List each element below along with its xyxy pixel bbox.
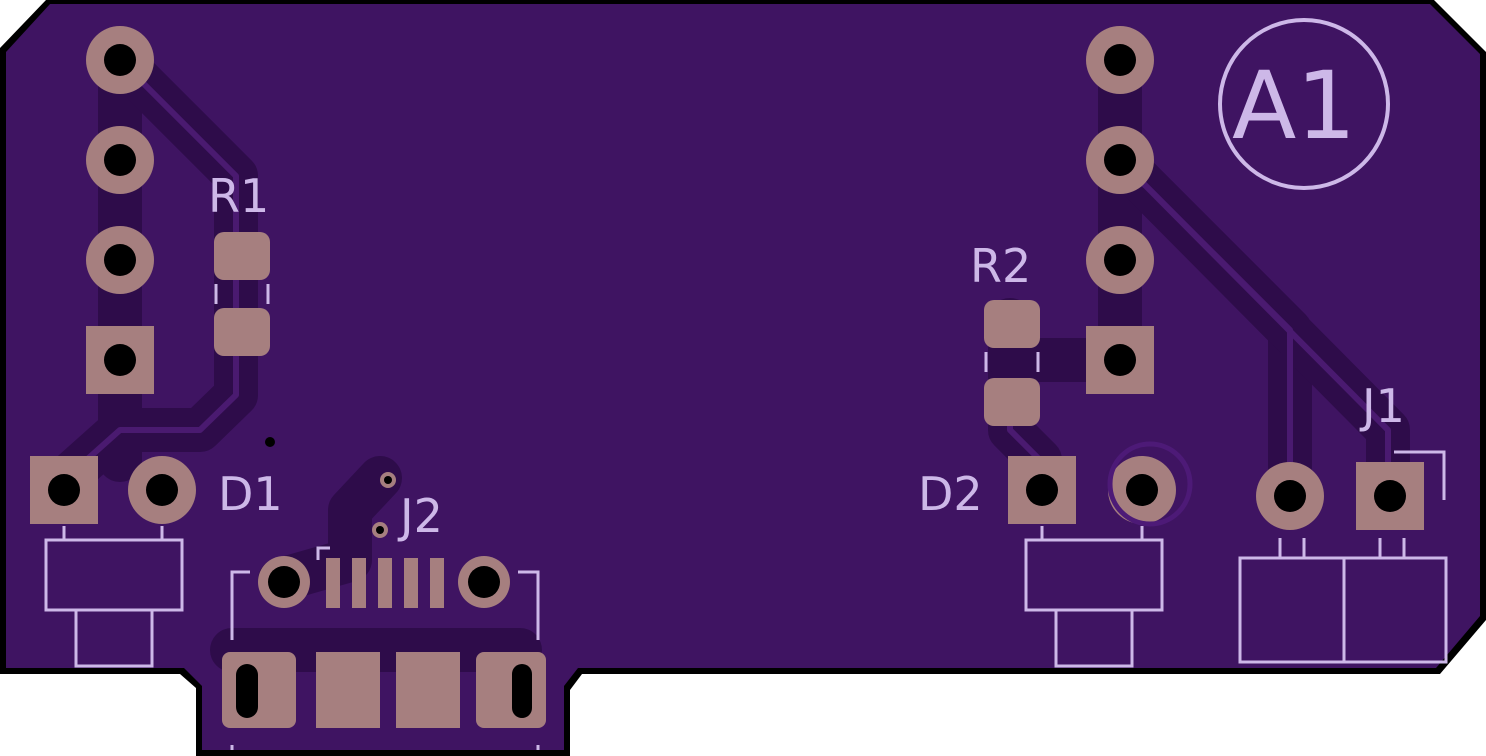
connector-j1: J1 <box>1238 379 1448 664</box>
j2-mount-left-hole <box>268 566 300 598</box>
j1-label: J1 <box>1359 379 1405 433</box>
r1-pad-2 <box>214 308 270 356</box>
header-left-pin-4-hole <box>104 344 136 376</box>
j2-signal-pin-1 <box>326 558 340 608</box>
r2-pad-2 <box>984 378 1040 426</box>
j2-label: J2 <box>397 489 443 543</box>
j2-mount-right-hole <box>468 566 500 598</box>
header-right-pin-1-hole <box>1104 44 1136 76</box>
j2-signal-pin-2 <box>352 558 366 608</box>
j1-silk-corner <box>1394 450 1446 500</box>
d2-silk-courtyard <box>1107 441 1193 527</box>
header-left-pin-3-hole <box>104 244 136 276</box>
d1-pad-2-hole <box>146 474 178 506</box>
d1-label: D1 <box>218 467 283 521</box>
diode-d2: D2 <box>918 456 1176 668</box>
j2-signal-pin-5 <box>430 558 444 608</box>
j2-silk-outline-left <box>316 546 330 560</box>
j1-pin-2-hole <box>1274 480 1306 512</box>
j2-shield-pad-1 <box>222 652 296 728</box>
j2-via-2-hole <box>376 526 384 534</box>
header-right-pin-3-hole <box>1104 244 1136 276</box>
d2-silk-lens <box>1054 608 1134 668</box>
logo-text: A1 <box>1232 52 1356 161</box>
d2-label: D2 <box>918 467 983 521</box>
logo-circle <box>1218 18 1390 190</box>
r1-label: R1 <box>208 169 269 223</box>
r2-label: R2 <box>970 239 1031 293</box>
j2-via-1-hole <box>384 476 392 484</box>
j2-signal-pin-4 <box>404 558 418 608</box>
header-left-pin-2-hole <box>104 144 136 176</box>
header-right-pin-4-hole <box>1104 344 1136 376</box>
d2-pad-1-hole <box>1026 474 1058 506</box>
connector-j2: J2 <box>222 437 546 750</box>
j2-via-3 <box>265 437 275 447</box>
header-left <box>86 26 154 394</box>
j2-shield-pad-2 <box>316 652 380 728</box>
j2-signal-pin-3 <box>378 558 392 608</box>
d1-silk-lens <box>74 608 154 668</box>
r1-pad-1 <box>214 232 270 280</box>
j1-pin-1-hole <box>1374 480 1406 512</box>
j2-shield-slot-1 <box>236 664 258 718</box>
header-right <box>1086 26 1154 394</box>
diode-d1: D1 <box>30 456 283 668</box>
j2-shield-pad-4 <box>476 652 546 728</box>
j1-silk-body-right <box>1342 556 1448 664</box>
j2-silk-outline-box-right <box>518 570 540 640</box>
header-right-pin-2-hole <box>1104 144 1136 176</box>
logo-a1: A1 <box>1218 18 1390 190</box>
header-left-pin-1-hole <box>104 44 136 76</box>
d1-pad-1-hole <box>48 474 80 506</box>
r2-pad-1 <box>984 300 1040 348</box>
j2-shield-slot-4 <box>512 664 532 718</box>
resistor-r1: R1 <box>208 169 270 356</box>
j2-silk-outline-box-left <box>230 570 250 640</box>
d2-pad-2-hole <box>1126 474 1158 506</box>
resistor-r2: R2 <box>970 239 1040 426</box>
j2-shield-pad-3 <box>396 652 460 728</box>
